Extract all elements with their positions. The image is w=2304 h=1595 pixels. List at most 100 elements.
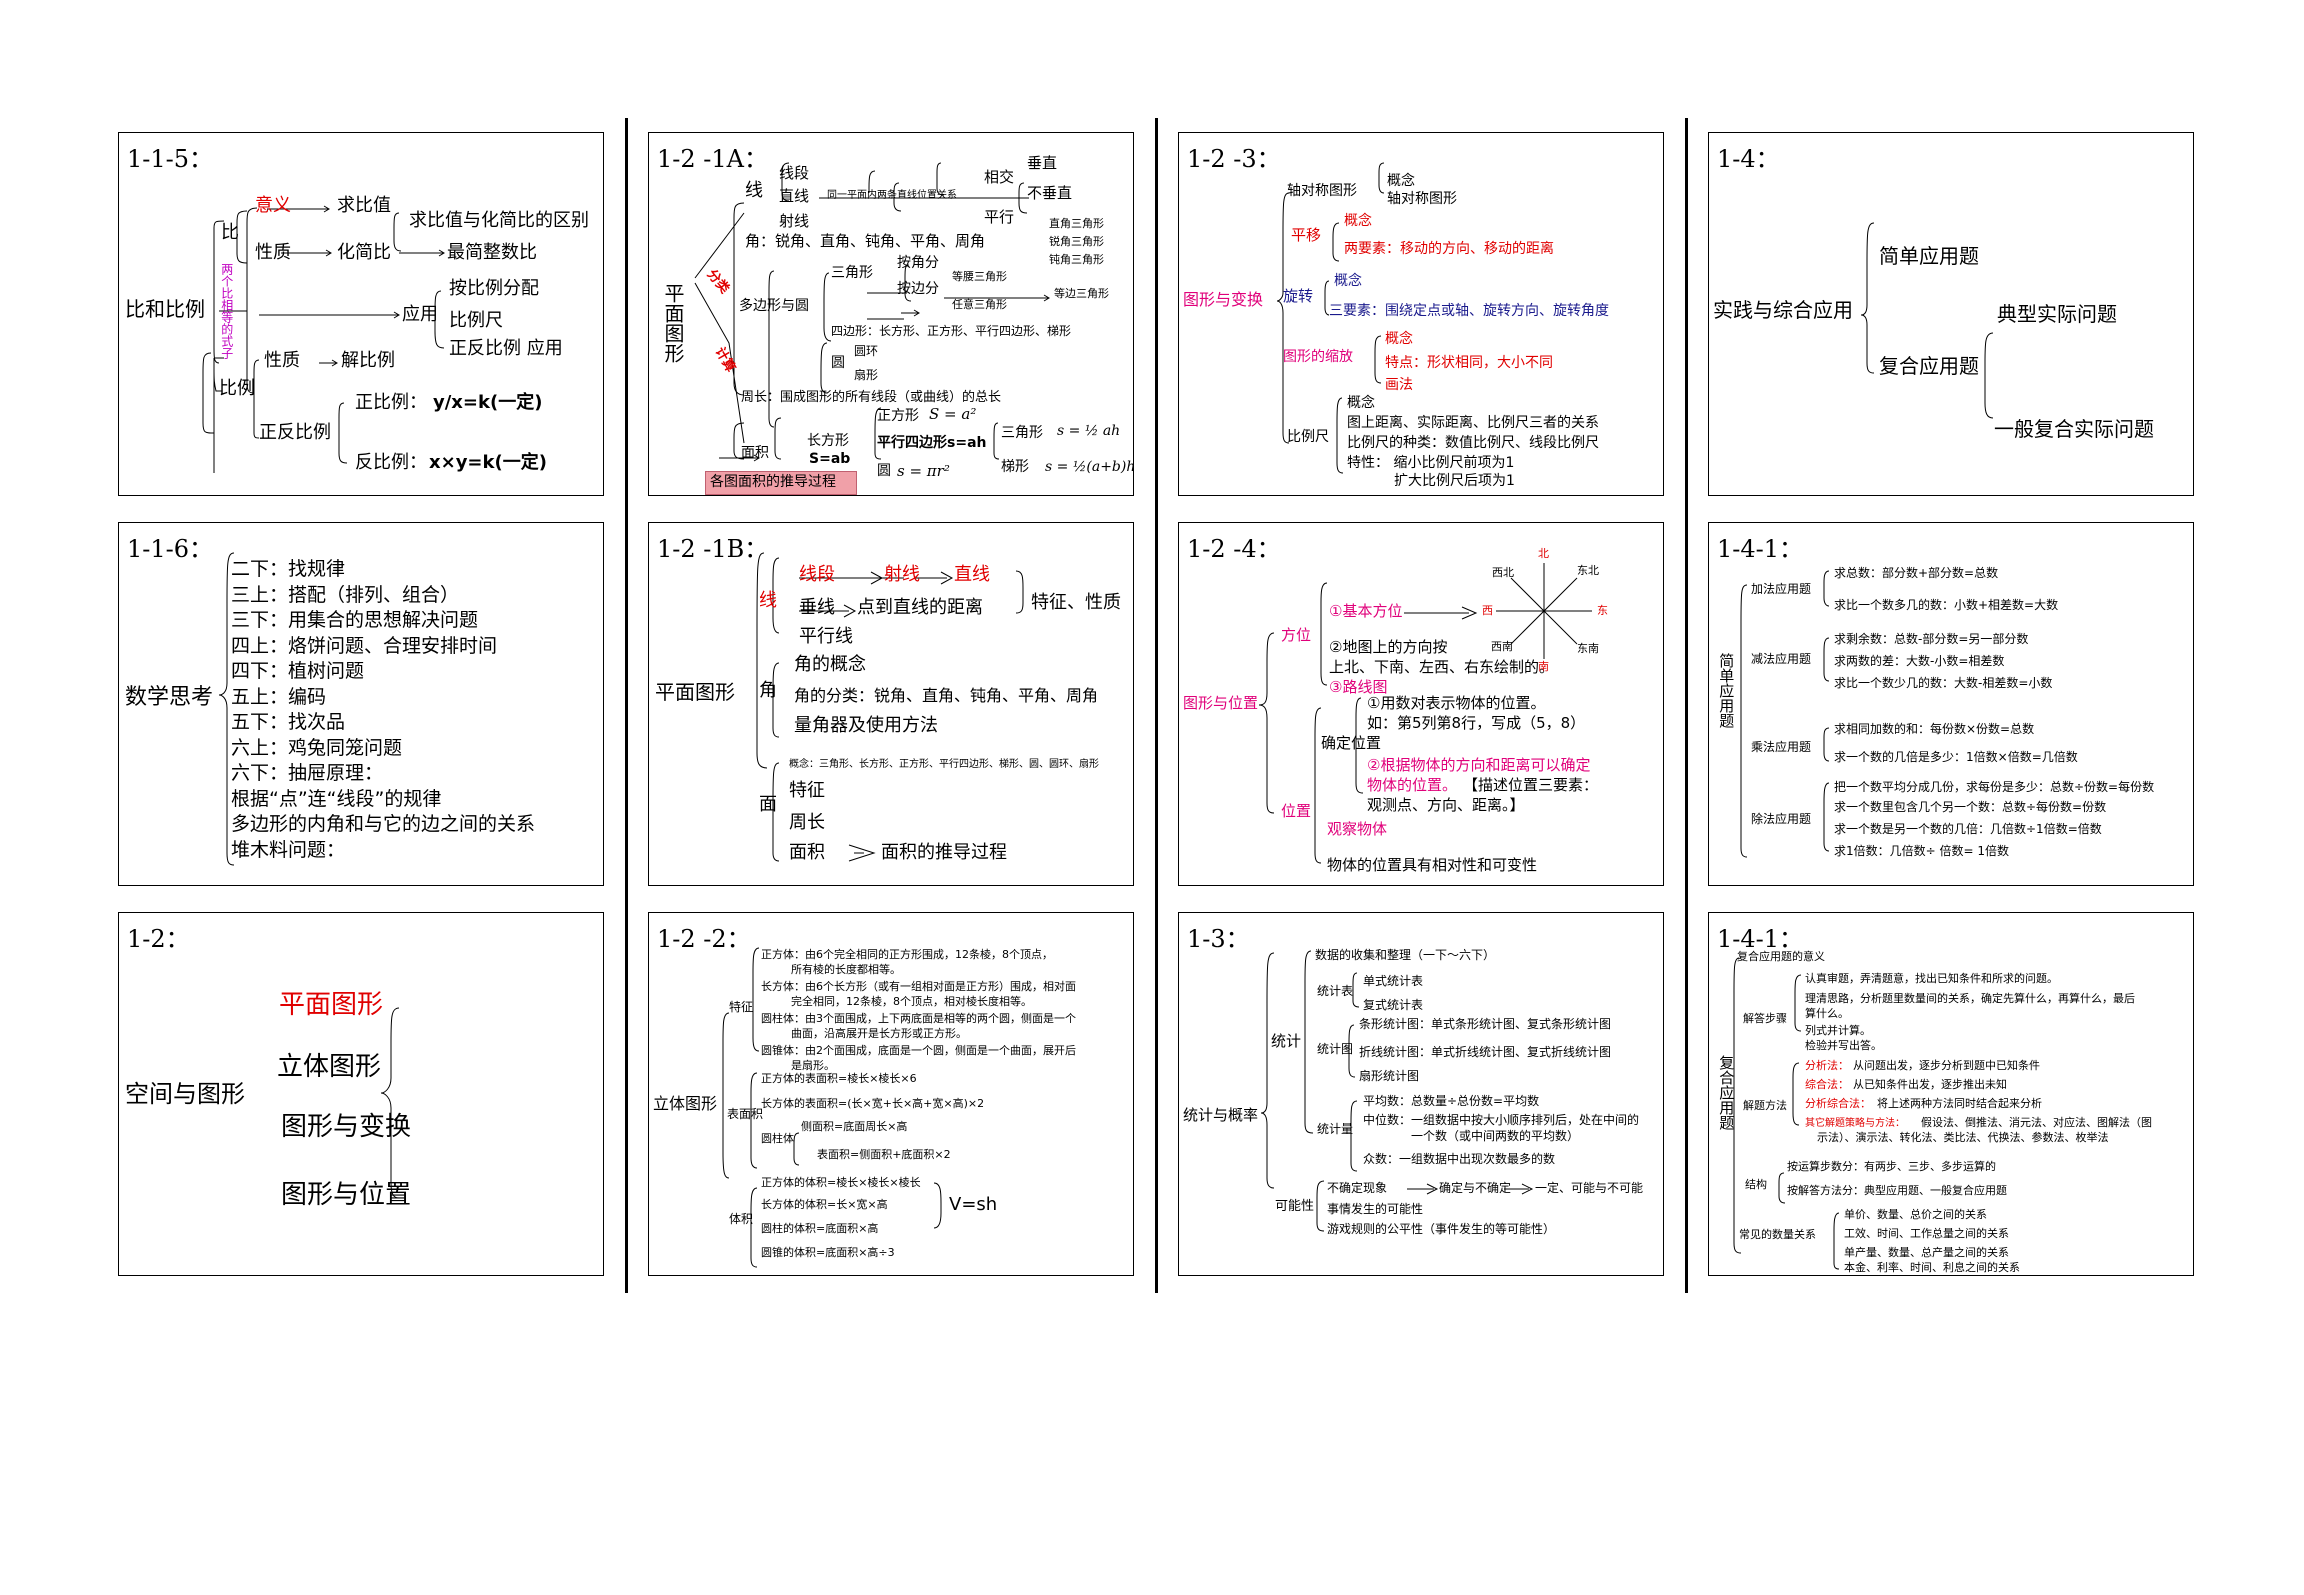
node-zhouchang: 周长：围成图形的所有线段（或曲线）的总长 bbox=[741, 390, 1002, 405]
node-changjian-2: 工效、时间、工作总量之间的关系 bbox=[1844, 1227, 2009, 1240]
item-transform: 图形与变换 bbox=[281, 1112, 412, 1142]
node-xuanzhuan-yaosu: 三要素：围绕定点或轴、旋转方向、旋转角度 bbox=[1329, 303, 1609, 319]
node-suofang: 图形的缩放 bbox=[1283, 349, 1353, 365]
node-changfang: 长方形 bbox=[807, 433, 849, 449]
node-certain-uncertain: 确定与不确定 bbox=[1439, 1181, 1512, 1195]
node-jiegou-1: 按运算步数分：有两步、三步、多步运算的 bbox=[1787, 1160, 1996, 1173]
panel-title: 1-2 -1B： bbox=[657, 535, 769, 563]
node-map-direction-2: 上北、下南、左西、右东绘制的。 bbox=[1329, 658, 1555, 676]
node-renyi: 任意三角形 bbox=[952, 298, 1007, 311]
node-anbian: 按边分 bbox=[897, 281, 939, 297]
item-solid: 立体图形 bbox=[277, 1052, 382, 1082]
node-tiji: 体积 bbox=[729, 1212, 754, 1226]
formula-circle: s = πr² bbox=[897, 462, 950, 480]
node-basic-direction: ①基本方位 bbox=[1329, 602, 1403, 620]
node-jieda-2: 理清思路，分析题里数量间的关系，确定先算什么，再算什么，最后 bbox=[1805, 992, 2135, 1005]
node-zuijian: 最简整数比 bbox=[447, 242, 537, 263]
node-xian: 线 bbox=[745, 180, 763, 201]
root-node: 图形与变换 bbox=[1183, 290, 1264, 309]
root-node: 空间与图形 bbox=[125, 1080, 245, 1108]
node-chu-2: 求一个数里包含几个另一个数：总数÷每份数=份数 bbox=[1834, 800, 2107, 814]
panel-1-2: 1-2： 空间与图形 平面图形 立体图形 图形与变换 图形与位置 bbox=[118, 912, 604, 1276]
node-xiangdui: 物体的位置具有相对性和可变性 bbox=[1327, 856, 1538, 874]
compass-northeast: 东北 bbox=[1577, 564, 1599, 577]
node-pair-2: 如：第5列第8行，写成（5，8） bbox=[1367, 714, 1586, 732]
node-xianduan: 线段 bbox=[799, 564, 835, 585]
node-chu-4: 求1倍数：几倍数÷ 倍数= 1倍数 bbox=[1834, 844, 2010, 858]
surface-cylinder-total: 表面积=侧面积+底面积×2 bbox=[817, 1148, 951, 1161]
formula-triangle: s = ½ ah bbox=[1057, 423, 1121, 439]
node-suofang-huafa: 画法 bbox=[1385, 377, 1413, 393]
node-jian: 减法应用题 bbox=[1751, 652, 1812, 666]
node-chuizhi: 垂直 bbox=[1027, 154, 1058, 172]
node-zhixian: 直线 bbox=[954, 564, 990, 585]
compass-northwest: 西北 bbox=[1492, 566, 1514, 579]
feature-cone-2: 是扇形。 bbox=[791, 1059, 835, 1072]
node-xiangjiao: 相交 bbox=[984, 168, 1015, 186]
panel-title: 1-3： bbox=[1187, 925, 1250, 953]
topic-list: 二下：找规律 三上：搭配（排列、组合） 三下：用集合的思想解决问题 四上：烙饼问… bbox=[231, 558, 535, 865]
panel-title: 1-1-6： bbox=[127, 535, 214, 563]
node-dian: 点到直线的距离 bbox=[857, 597, 983, 618]
root-node: 立体图形 bbox=[653, 1094, 718, 1113]
node-three-elements: 【描述位置三要素： bbox=[1463, 776, 1599, 794]
node-mian-tuidao: 面积的推导过程 bbox=[881, 842, 1007, 863]
panel-1-3: 1-3： 统计与概率 统计 数据的收集和整理（一下～六下） 统计表 单式统计表 … bbox=[1178, 912, 1664, 1276]
node-duichen-tu: 轴对称图形 bbox=[1387, 191, 1457, 207]
node-bilichi-kuoda: 扩大比例尺后项为1 bbox=[1394, 473, 1515, 489]
root-node: 平面图形 bbox=[661, 283, 685, 363]
node-zheng-formula: y/x=k(一定) bbox=[433, 392, 543, 413]
node-line-chart: 折线统计图：单式折线统计图、复式折线统计图 bbox=[1359, 1045, 1612, 1059]
panel-1-2-2: 1-2 -2： 立体图形 特征 表面积 体积 正方体：由6个完全相同的正方形围成… bbox=[648, 912, 1134, 1276]
node-kenengxing: 可能性 bbox=[1275, 1199, 1315, 1214]
node-zhengfan: 正反比例 bbox=[259, 422, 331, 443]
list-item: 四下：植树问题 bbox=[231, 660, 365, 682]
node-mian-mianji: 面积 bbox=[789, 842, 825, 863]
node-huajianbi: 化简比 bbox=[337, 242, 391, 263]
node-bilichi-zhonglei: 比例尺的种类：数值比例尺、线段比例尺 bbox=[1347, 435, 1599, 451]
node-jian-3: 求比一个数少几的数：大数-相差数=小数 bbox=[1834, 676, 2053, 690]
node-sibian: 四边形：长方形、正方形、平行四边形、梯形 bbox=[831, 324, 1072, 338]
item-plane: 平面图形 bbox=[279, 990, 384, 1020]
node-pingxing: 平行 bbox=[984, 208, 1015, 226]
node-jieda: 解答步骤 bbox=[1743, 1012, 1787, 1025]
node-xian: 线 bbox=[759, 590, 777, 611]
root-node: 简单应用题 bbox=[1717, 653, 1736, 728]
node-changjian-1: 单价、数量、总价之间的关系 bbox=[1844, 1208, 1987, 1221]
node-median-2: 一个数（或中间两数的平均数） bbox=[1411, 1129, 1580, 1143]
node-fushi-table: 复式统计表 bbox=[1363, 998, 1424, 1012]
derivation-box[interactable]: 各图面积的推导过程 bbox=[705, 471, 857, 495]
list-item: 二下：找规律 bbox=[231, 558, 346, 580]
node-jiebili: 解比例 bbox=[341, 350, 395, 371]
node-xianduan: 线段 bbox=[779, 164, 810, 182]
node-ruijiao3: 锐角三角形 bbox=[1049, 235, 1104, 248]
root-node: 图形与位置 bbox=[1183, 694, 1259, 712]
node-tongyi: 同一平面内两条直线位置关系 bbox=[827, 190, 957, 201]
node-shanxing: 扇形 bbox=[854, 368, 879, 382]
node-xingzhi2: 性质 bbox=[264, 350, 300, 371]
node-danshi-table: 单式统计表 bbox=[1363, 974, 1424, 988]
node-pingyi: 平移 bbox=[1291, 226, 1322, 244]
node-qubie: 求比值与化简比的区别 bbox=[409, 210, 589, 231]
method-analysis: 从问题出发，逐步分析到题中已知条件 bbox=[1853, 1059, 2040, 1072]
node-bili: 比例 bbox=[219, 378, 255, 399]
node-bi: 比 bbox=[221, 222, 239, 243]
panel-title: 1-4-1： bbox=[1717, 535, 1804, 563]
surface-cylinder-side: 侧面积=底面周长×高 bbox=[801, 1120, 908, 1133]
list-item: 五下：找次品 bbox=[231, 711, 346, 733]
root-node: 比和比例 bbox=[125, 297, 205, 321]
node-suofang-gainian: 概念 bbox=[1385, 331, 1413, 347]
node-changjian: 常见的数量关系 bbox=[1739, 1228, 1816, 1241]
node-chuixian: 垂线 bbox=[799, 597, 835, 618]
node-bilichi-texing: 特性： 缩小比例尺前项为1 bbox=[1347, 455, 1515, 471]
panel-title: 1-2 -1A： bbox=[657, 145, 768, 173]
node-sheixian: 射线 bbox=[779, 212, 810, 230]
node-xingzhi: 性质 bbox=[255, 242, 291, 263]
panel-1-4-1-simple: 1-4-1： 简单应用题 加法应用题 求总数：部分数+部分数=总数 求比一个数多… bbox=[1708, 522, 2194, 886]
derivation-label: 各图面积的推导过程 bbox=[710, 474, 836, 490]
node-tongjitu: 统计图 bbox=[1317, 1042, 1354, 1056]
surface-cuboid: 长方体的表面积=(长×宽+长×高+宽×高)×2 bbox=[761, 1097, 985, 1110]
node-dengbian: 等边三角形 bbox=[1054, 287, 1109, 300]
node-fenlei: 角的分类：锐角、直角、钝角、平角、周角 bbox=[794, 686, 1099, 705]
node-jiao: 角 bbox=[759, 680, 777, 701]
